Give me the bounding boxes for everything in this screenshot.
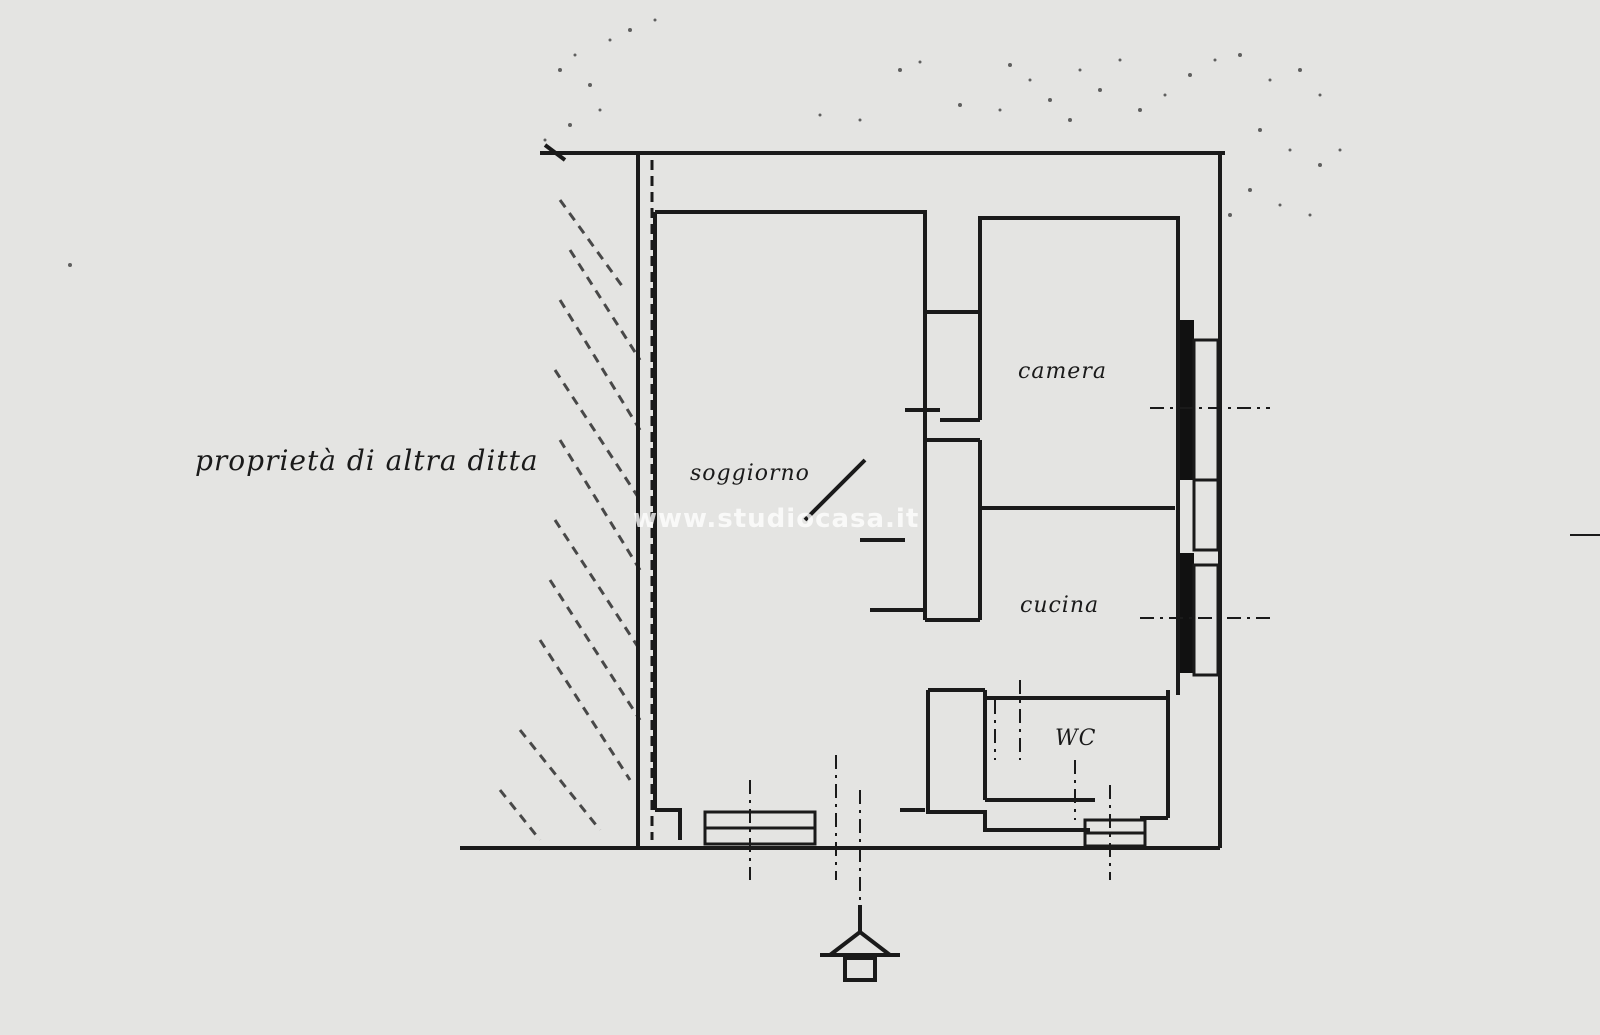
entrance-arrow-icon <box>820 905 900 982</box>
windows-right <box>1180 320 1220 677</box>
room-label-kitchen: cucina <box>1020 593 1099 618</box>
neighbor-hatching <box>498 199 642 841</box>
inner-walls <box>653 210 1180 840</box>
outer-walls <box>460 143 1225 850</box>
room-label-wc: WC <box>1055 726 1096 751</box>
ground-hatching <box>68 18 1342 267</box>
room-label-bedroom: camera <box>1018 359 1107 384</box>
axis-lines <box>749 407 1275 900</box>
openings-bottom <box>703 810 1147 848</box>
watermark: www.studiocasa.it <box>633 504 919 534</box>
neighbor-property-label: proprietà di altra ditta <box>195 444 539 477</box>
room-label-living: soggiorno <box>690 461 810 486</box>
